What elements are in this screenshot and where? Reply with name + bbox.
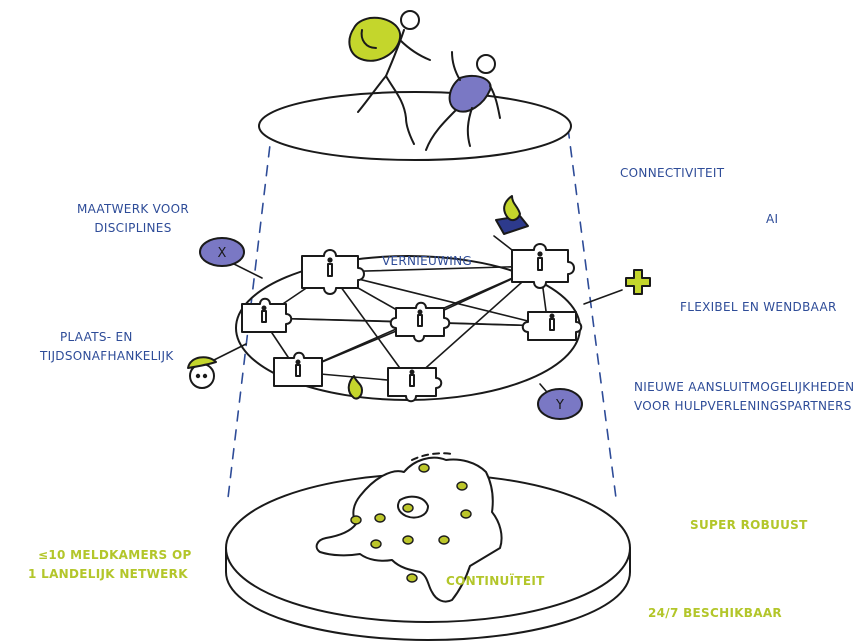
plus-icon (625, 269, 651, 295)
top-platform (258, 91, 572, 161)
beschikbaar-label: 24/7 BESCHIKBAAR (648, 606, 782, 620)
fire-alarm-icon (495, 195, 529, 235)
puzzle-piece-icon (521, 311, 583, 341)
sitting-person-icon (425, 51, 501, 151)
meldkamers-label: ≤10 MELDKAMERS OP 1 LANDELIJK NETWERK (28, 548, 192, 581)
cone-left-edge (227, 127, 273, 499)
vernieuwing-label: VERNIEUWING (382, 254, 472, 268)
puzzle-piece-icon (511, 243, 575, 289)
x-badge-label: X (218, 246, 227, 261)
ai-label: AI (766, 212, 779, 226)
nieuwe-label: NIEUWE AANSLUITMOGELIJKHEDEN VOOR HULPVE… (634, 380, 855, 413)
cone-right-edge (567, 127, 617, 499)
maatwerk-label: MAATWERK VOOR DISCIPLINES (76, 202, 190, 235)
puzzle-piece-icon (273, 351, 323, 387)
puzzle-piece-icon (241, 297, 293, 333)
person-with-backpack-icon (348, 10, 431, 145)
connectiviteit-label: CONNECTIVITEIT (620, 166, 725, 180)
meldkamer-dots (350, 463, 472, 583)
flame-icon (347, 375, 363, 400)
robuust-label: SUPER ROBUUST (690, 518, 808, 532)
person-head-icon (187, 356, 217, 389)
puzzle-piece-icon (389, 301, 451, 343)
puzzle-piece-icon (387, 367, 443, 403)
y-badge-label: Y (555, 398, 564, 413)
flexibel-label: FLEXIBEL EN WENDBAAR (680, 300, 837, 314)
puzzle-piece-icon (301, 249, 365, 295)
continuiteit-label: CONTINUÏTEIT (446, 574, 545, 588)
netherlands-map (315, 456, 503, 603)
x-badge-icon (199, 237, 245, 267)
y-badge-icon (537, 388, 583, 420)
plaats-label: PLAATS- EN TIJDSONAFHANKELIJK (40, 330, 174, 363)
